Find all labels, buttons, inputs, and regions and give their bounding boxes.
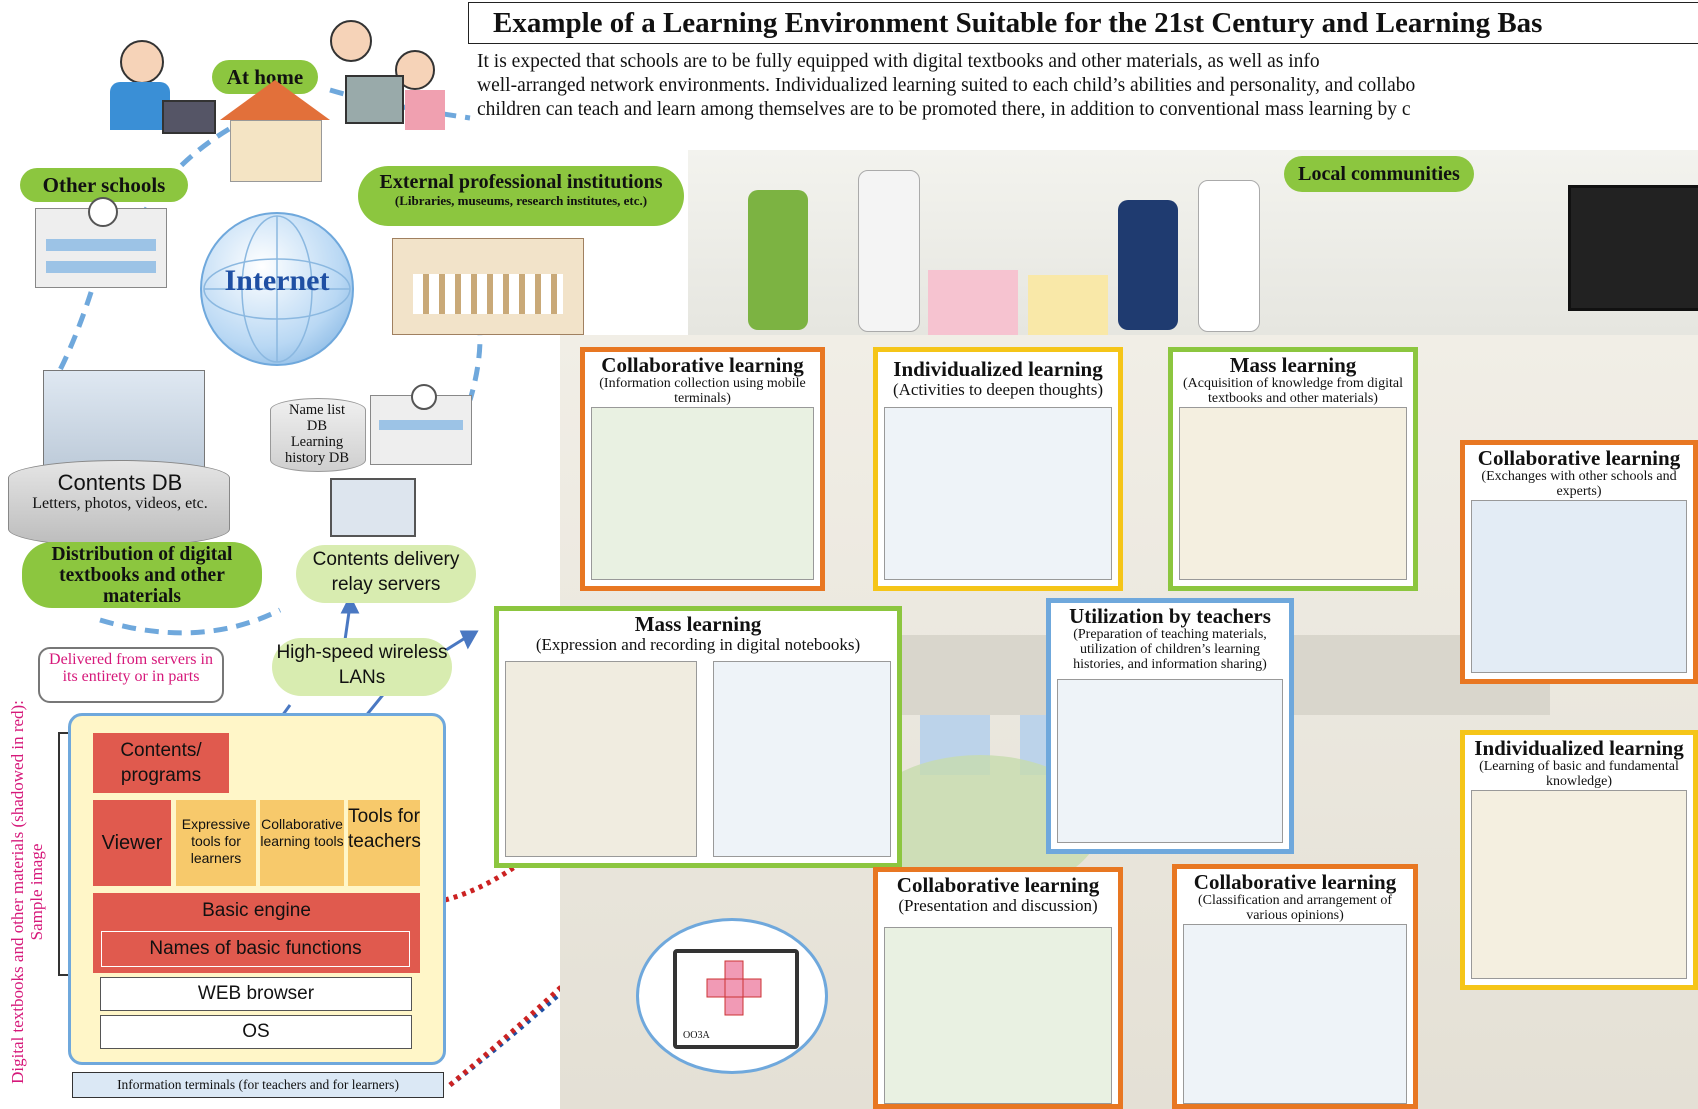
- globe-grid: [203, 215, 351, 363]
- external-sub: (Libraries, museums, research institutes…: [394, 193, 648, 208]
- os-block: OS: [100, 1015, 412, 1049]
- contents-db-sub: Letters, photos, videos, etc.: [32, 495, 208, 512]
- school-building-icon: [35, 197, 167, 288]
- panel-subtitle: (Classification and arrangement of vario…: [1198, 893, 1392, 923]
- panel-collab-presentation: Collaborative learning (Presentation and…: [873, 867, 1123, 1109]
- student-tablet-illustration: [884, 407, 1112, 580]
- presentation-illustration: [884, 927, 1112, 1104]
- notebook-illustration-left: [505, 661, 697, 857]
- panel-title: Collaborative learning: [601, 353, 804, 377]
- external-institutions-label: External professional institutions (Libr…: [358, 166, 684, 226]
- name-list-line: Name list: [289, 402, 345, 418]
- home-child-illustration: [100, 40, 220, 134]
- web-browser-block: WEB browser: [100, 977, 412, 1011]
- intro-line-2: well-arranged network environments. Indi…: [477, 75, 1416, 96]
- local-communities-label: Local communities: [1284, 156, 1474, 192]
- screen-caption: OO3A: [683, 1030, 710, 1041]
- basic-functions-block: Names of basic functions: [101, 931, 410, 967]
- expressive-tools-block: Expressive tools for learners: [176, 800, 256, 886]
- house-icon: [220, 80, 330, 182]
- panel-title: Mass learning: [1229, 353, 1357, 377]
- terminals-label: Information terminals (for teachers and …: [72, 1072, 444, 1098]
- relay-server-computer-icon: [330, 478, 416, 537]
- panel-title: Collaborative learning: [896, 873, 1100, 897]
- viewer-block: Viewer: [93, 800, 171, 886]
- notebook-illustration-right: [713, 661, 891, 857]
- panel-collab-classification: Collaborative learning (Classification a…: [1172, 864, 1418, 1109]
- relay-servers-label: Contents delivery relay servers: [296, 545, 476, 603]
- children-tablet-illustration: [591, 407, 814, 580]
- panel-collab-info: Collaborative learning (Information coll…: [580, 347, 825, 591]
- name-list-line: history DB: [284, 450, 350, 466]
- page-title: Example of a Learning Environment Suitab…: [468, 2, 1698, 44]
- wireless-lan-label: High-speed wireless LANs: [272, 638, 452, 696]
- panel-subtitle: (Learning of basic and fundamental knowl…: [1479, 759, 1679, 789]
- teacher-tools-block: Tools for teachers: [348, 800, 421, 886]
- cube-net-shape: [706, 960, 762, 1016]
- contents-db-label: Contents DB: [57, 470, 183, 495]
- panel-title: Collaborative learning: [1193, 870, 1397, 894]
- basic-learning-illustration: [1471, 790, 1687, 979]
- name-list-line: Learning: [290, 434, 344, 450]
- name-list-db-label: Name list DB Learning history DB: [270, 402, 364, 466]
- intro-text: It is expected that schools are to be fu…: [477, 50, 1698, 122]
- zoom-bubble: OO3A: [636, 918, 828, 1074]
- teachers-laptop-illustration: [1057, 679, 1283, 843]
- panel-title: Collaborative learning: [1477, 446, 1681, 470]
- panel-mass-notebooks: Mass learning (Expression and recording …: [494, 606, 902, 868]
- panel-subtitle: (Exchanges with other schools and expert…: [1481, 469, 1677, 499]
- side-bracket: [58, 732, 70, 976]
- panel-subtitle: (Activities to deepen thoughts): [892, 380, 1104, 399]
- panel-subtitle: (Presentation and discussion): [898, 896, 1098, 915]
- panel-title: Utilization by teachers: [1069, 604, 1271, 628]
- community-scene: [688, 150, 1698, 335]
- intro-line-1: It is expected that schools are to be fu…: [477, 51, 1320, 72]
- name-list-line: DB: [306, 418, 328, 434]
- panel-subtitle: (Information collection using mobile ter…: [599, 376, 806, 406]
- name-list-db-icon: [270, 398, 366, 472]
- museum-building-icon: [392, 238, 584, 335]
- delivered-callout: Delivered from servers in its entirety o…: [38, 647, 224, 703]
- panel-teachers: Utilization by teachers (Preparation of …: [1046, 598, 1294, 854]
- distribution-label: Distribution of digital textbooks and ot…: [22, 542, 262, 608]
- school-building-small-icon: [370, 384, 472, 465]
- contents-db-server: [8, 360, 230, 547]
- basic-engine-label: Basic engine: [202, 900, 311, 921]
- collaborative-tools-block: Collaborative learning tools: [260, 800, 344, 886]
- panel-indiv-deepen: Individualized learning (Activities to d…: [873, 347, 1123, 591]
- panel-title: Individualized learning: [893, 357, 1103, 381]
- panel-subtitle: (Acquisition of knowledge from digital t…: [1182, 376, 1404, 406]
- external-title: External professional institutions: [379, 171, 663, 193]
- panel-title: Mass learning: [634, 612, 762, 636]
- tablet-screen: OO3A: [673, 949, 799, 1049]
- intro-line-3: children can teach and learn among thems…: [477, 99, 1411, 120]
- basic-engine-block: Basic engine Names of basic functions: [93, 893, 420, 973]
- panel-collab-exchange: Collaborative learning (Exchanges with o…: [1460, 440, 1698, 684]
- contents-programs-block: Contents/ programs: [93, 733, 229, 793]
- globe-icon: Internet: [200, 212, 354, 366]
- side-label: Digital textbooks and other materials (s…: [8, 700, 46, 1084]
- family-computer-illustration: [320, 20, 450, 130]
- panel-indiv-basic: Individualized learning (Learning of bas…: [1460, 730, 1698, 990]
- videoconference-illustration: [1471, 500, 1687, 673]
- panel-subtitle: (Expression and recording in digital not…: [535, 635, 861, 654]
- panel-title: Individualized learning: [1474, 736, 1684, 760]
- discussion-illustration: [1183, 924, 1407, 1104]
- internet-label: Internet: [224, 264, 330, 297]
- other-schools-label: Other schools: [20, 168, 188, 202]
- panel-subtitle: (Preparation of teaching materials, util…: [1073, 627, 1267, 672]
- panel-mass-acquisition: Mass learning (Acquisition of knowledge …: [1168, 347, 1418, 591]
- classroom-illustration: [1179, 407, 1407, 580]
